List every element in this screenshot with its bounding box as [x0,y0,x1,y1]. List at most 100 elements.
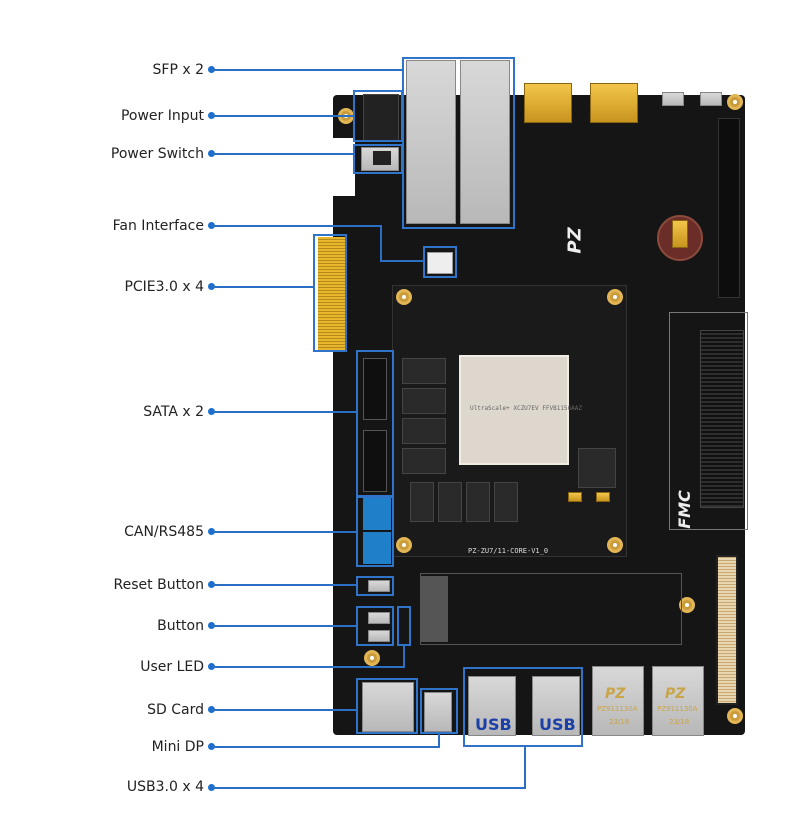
callout-label-user-led: User LED [140,659,204,675]
callout-line [524,746,526,789]
user-button-1 [368,612,390,624]
callout-line [438,733,440,748]
power-switch-knob [373,151,391,165]
callout-label-usb3: USB3.0 x 4 [126,779,204,795]
emmc-chip [578,448,616,488]
rj45-brand: PZ [665,686,686,702]
callout-label-power-switch: Power Switch [110,146,204,162]
mounting-hole [727,94,743,110]
rj45-brand: PZ [605,686,626,702]
button-highlight-box [356,606,394,646]
callout-line [212,286,314,288]
hdmi-connector-2 [590,83,638,123]
ddr-chip [402,358,446,384]
ddr-chip [410,482,434,522]
ddr-chip [494,482,518,522]
micro-usb-1 [662,92,684,106]
callout-label-button: Button [157,618,204,634]
callout-label-power-input: Power Input [120,108,204,124]
ddr-chip [466,482,490,522]
callout-dot [208,150,215,157]
callout-dot [208,663,215,670]
callout-line [380,260,424,262]
mini-dp-highlight-box [420,688,458,734]
callout-line [212,625,357,627]
micro-usb-2 [700,92,722,106]
ddr-chip [402,388,446,414]
callout-line [212,69,403,71]
callout-dot [208,222,215,229]
sd-card-slot [362,682,414,732]
callout-dot [208,743,215,750]
user-led-highlight-box [397,606,411,646]
m2-connector [420,576,448,642]
callout-label-sfp: SFP x 2 [152,62,204,78]
usb3-highlight-box [463,667,583,747]
reset-button-highlight-box [356,576,394,596]
callout-label-reset-button: Reset Button [113,577,204,593]
mounting-hole [396,537,412,553]
can-terminal-1 [363,498,391,530]
mounting-hole [396,289,412,305]
fan-connector [427,252,453,274]
callout-label-sd-card: SD Card [147,702,204,718]
callout-label-pcie: PCIE3.0 x 4 [124,279,204,295]
callout-dot [208,112,215,119]
ddr-chip [438,482,462,522]
mounting-hole [607,537,623,553]
callout-dot [208,408,215,415]
callout-line [212,225,382,227]
callout-line [212,115,354,117]
mounting-hole [607,289,623,305]
ddr-chip [402,448,446,474]
sfp-highlight-box [402,57,515,229]
sfp-cage-2 [460,60,510,224]
pcie-gold-fingers [318,237,346,350]
fmc-connector [700,330,744,508]
rj45-port-2 [652,666,704,736]
callout-dot [208,706,215,713]
usb3-port-1 [468,676,516,736]
mounting-hole [679,597,695,613]
callout-dot [208,66,215,73]
callout-dot [208,622,215,629]
mounting-hole [727,708,743,724]
fan-interface-highlight-box [423,246,457,278]
sfp-cage-1 [406,60,456,224]
fmc-label: FMC [674,490,694,529]
gpio-header [718,118,740,298]
sd-card-highlight-box [356,678,418,734]
callout-line [403,645,405,668]
usb-logo: USB [539,715,576,734]
rj45-port-1 [592,666,644,736]
power-input-highlight-box [353,90,403,142]
callout-line [212,584,357,586]
can-highlight-box [356,495,394,567]
callout-line [212,153,354,155]
callout-line [380,225,382,262]
mounting-hole [364,650,380,666]
reset-button-part [368,580,390,592]
sata-connector-2 [363,430,387,492]
m2-slot [420,573,682,645]
callout-label-mini-dp: Mini DP [151,739,204,755]
board-brand-mark: PZ [564,227,586,254]
pcie-highlight-box [313,234,347,352]
callout-label-can-rs485: CAN/RS485 [124,524,204,540]
rtc-battery-clip [672,220,688,248]
fmc-area [669,312,748,530]
sata-connector-1 [363,358,387,420]
callout-line [212,531,357,533]
hdmi-connector-1 [524,83,572,123]
callout-dot [208,581,215,588]
sata-highlight-box [356,350,394,498]
callout-dot [208,528,215,535]
callout-line [212,709,357,711]
callout-label-fan-interface: Fan Interface [112,218,204,234]
fpga-chip [459,355,569,465]
callout-label-sata: SATA x 2 [143,404,204,420]
capacitor [596,492,610,502]
usb3-port-2 [532,676,580,736]
callout-line [212,746,440,748]
can-terminal-2 [363,532,391,564]
